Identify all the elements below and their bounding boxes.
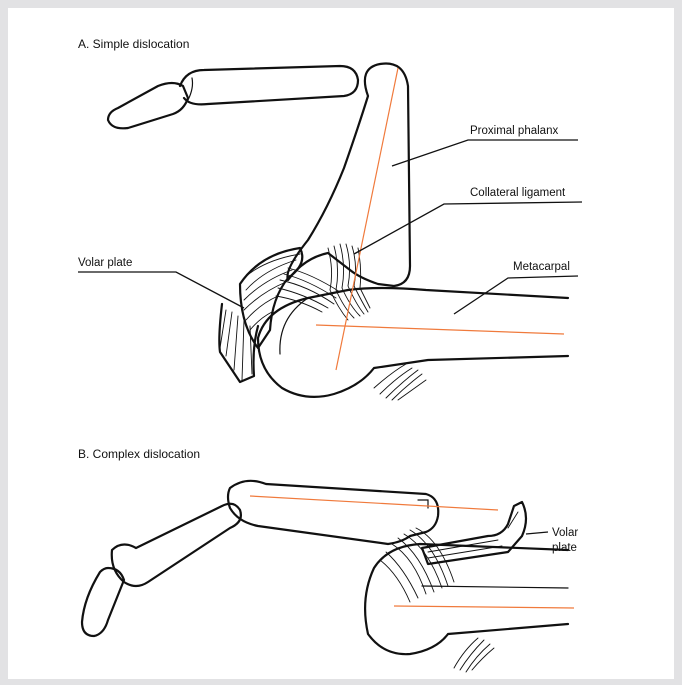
middle-phalanx [180, 66, 358, 104]
phalanx-b-axis-line [250, 496, 498, 510]
middle-phalanx-joint-line [188, 78, 193, 100]
label-collateral-ligament: Collateral ligament [470, 187, 566, 199]
label-proximal-phalanx: Proximal phalanx [470, 125, 558, 137]
label-metacarpal: Metacarpal [513, 261, 570, 273]
collateral-ligament-b [380, 528, 454, 602]
middle-phalanx-b [112, 504, 241, 586]
label-volar-plate-b-line2: plate [552, 542, 577, 554]
distal-phalanx-b [82, 568, 124, 636]
metacarpal-b-line [422, 586, 568, 588]
leader-volar-plate-a [78, 272, 244, 308]
proximal-phalanx-b [228, 481, 438, 544]
metacarpal-b-axis-line [394, 606, 574, 608]
phalanx-axis-line [336, 68, 398, 370]
metacarpal-axis-line [316, 325, 564, 334]
metacarpal-b [365, 544, 568, 654]
panel-a-title: A. Simple dislocation [78, 37, 189, 51]
label-volar-plate-b-line1: Volar [552, 527, 578, 539]
leader-volar-plate-b [526, 532, 548, 534]
torn-tissue-a [374, 364, 426, 400]
dislocation-diagram: A. Simple dislocation [8, 8, 674, 679]
leader-collateral-ligament [354, 202, 582, 254]
torn-tissue-b [454, 638, 494, 672]
panel-b-title: B. Complex dislocation [78, 447, 200, 461]
panel-simple-dislocation: A. Simple dislocation [78, 37, 582, 400]
panel-complex-dislocation: B. Complex dislocation [78, 447, 578, 672]
figure-canvas: A. Simple dislocation [8, 8, 674, 679]
proximal-phalanx-b-head [418, 500, 428, 508]
distal-phalanx [108, 83, 188, 128]
leader-proximal-phalanx [392, 140, 578, 166]
label-volar-plate-a: Volar plate [78, 257, 132, 269]
